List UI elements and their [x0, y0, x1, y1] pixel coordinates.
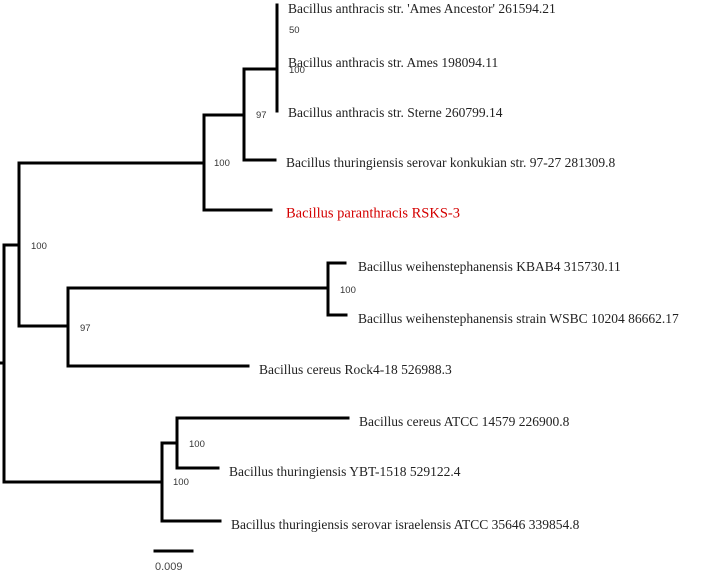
- bootstrap-value: 100: [340, 285, 356, 296]
- scale-bar: 0.009: [153, 549, 194, 572]
- taxon-label: Bacillus anthracis str. Ames 198094.11: [288, 55, 498, 70]
- taxon-label: Bacillus anthracis str. 'Ames Ancestor' …: [288, 1, 556, 16]
- taxon-label: Bacillus weihenstephanensis strain WSBC …: [358, 311, 679, 326]
- bootstrap-value: 100: [31, 241, 47, 252]
- taxon-label: Bacillus thuringiensis serovar konkukian…: [286, 155, 615, 170]
- taxon-label: Bacillus anthracis str. Sterne 260799.14: [288, 105, 503, 120]
- bootstrap-value: 97: [256, 110, 267, 121]
- taxon-label-highlighted: Bacillus paranthracis RSKS-3: [286, 205, 460, 221]
- bootstrap-value: 97: [80, 323, 91, 334]
- bootstrap-support-values: 50 100 97 100 100 100 97 100 100: [31, 25, 356, 488]
- taxon-label: Bacillus cereus Rock4-18 526988.3: [259, 362, 452, 377]
- bootstrap-value: 100: [173, 477, 189, 488]
- taxon-label: Bacillus cereus ATCC 14579 226900.8: [359, 414, 570, 429]
- bootstrap-value: 100: [289, 65, 305, 76]
- bootstrap-value: 100: [189, 439, 205, 450]
- bootstrap-value: 100: [214, 158, 230, 169]
- tree-branches: [0, 3, 350, 523]
- taxon-label: Bacillus thuringiensis serovar israelens…: [231, 517, 580, 532]
- bootstrap-value: 50: [289, 25, 300, 36]
- taxon-label: Bacillus thuringiensis YBT-1518 529122.4: [229, 464, 461, 479]
- taxon-labels: Bacillus anthracis str. 'Ames Ancestor' …: [229, 1, 679, 532]
- scale-bar-label: 0.009: [155, 561, 183, 572]
- taxon-label: Bacillus weihenstephanensis KBAB4 315730…: [358, 259, 621, 274]
